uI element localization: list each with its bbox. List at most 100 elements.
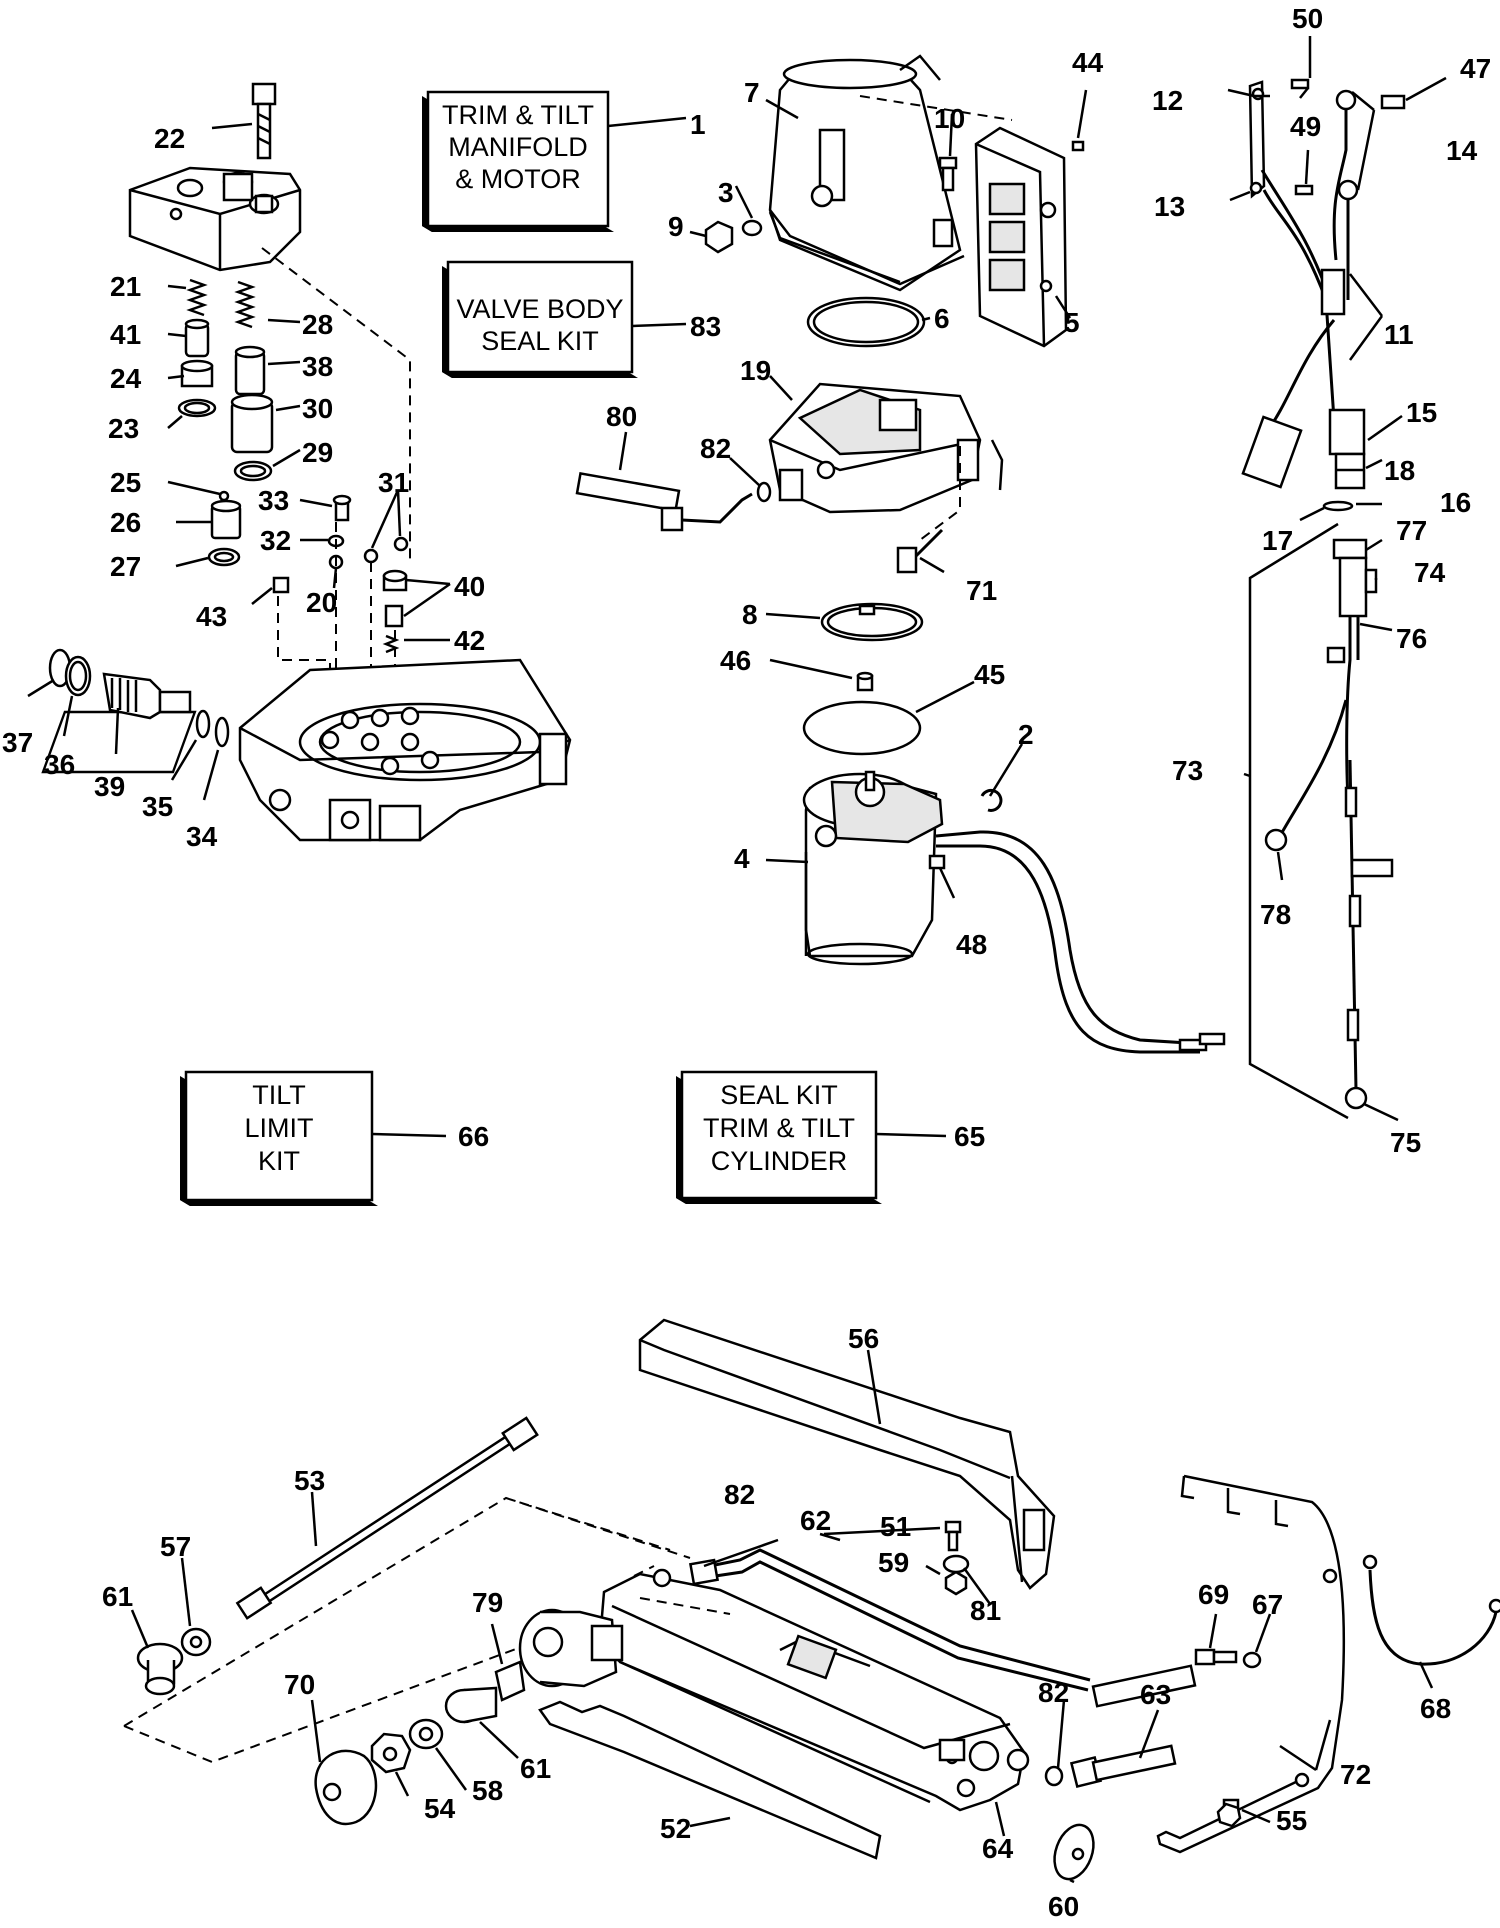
callout: 71 — [966, 575, 997, 606]
callout: 34 — [186, 821, 218, 852]
callout: 20 — [306, 587, 337, 618]
callout: 68 — [1420, 1693, 1451, 1724]
callout: 82 — [1038, 1677, 1069, 1708]
callout: 4 — [734, 843, 750, 874]
callout: 46 — [720, 645, 751, 676]
callout: 26 — [110, 507, 141, 538]
callout: 77 — [1396, 515, 1427, 546]
callout: 3 — [718, 177, 734, 208]
callout: 31 — [378, 467, 409, 498]
callout: 9 — [668, 211, 684, 242]
callout: 67 — [1252, 1589, 1283, 1620]
kit-box-tilt-limit-kit: TILT LIMIT KIT — [180, 1070, 378, 1206]
callout: 75 — [1390, 1127, 1421, 1158]
callout: 51 — [880, 1511, 911, 1542]
callout: 47 — [1460, 53, 1491, 84]
callout: 7 — [744, 77, 760, 108]
callout: 39 — [94, 771, 125, 802]
callout: 42 — [454, 625, 485, 656]
callout: 14 — [1446, 135, 1478, 166]
callout: 58 — [472, 1775, 503, 1806]
callout: 52 — [660, 1813, 691, 1844]
wiring-harness-parts — [1241, 78, 1406, 1120]
callout: 59 — [878, 1547, 909, 1578]
callout: 12 — [1152, 85, 1183, 116]
kit-box-line: TILT — [252, 1080, 306, 1110]
kit-box-line: KIT — [258, 1146, 300, 1176]
callout: 82 — [724, 1479, 755, 1510]
callout: 69 — [1198, 1579, 1229, 1610]
callout: 25 — [110, 467, 141, 498]
callout: 41 — [110, 319, 141, 350]
callout: 72 — [1340, 1759, 1371, 1790]
kit-box-valve-body-seal-kit: VALVE BODY SEAL KIT — [442, 260, 638, 378]
callout: 19 — [740, 355, 771, 386]
callout: 8 — [742, 599, 758, 630]
callout: 64 — [982, 1833, 1014, 1864]
callout: 63 — [1140, 1679, 1171, 1710]
valve-body-parts — [41, 82, 572, 842]
callout: 40 — [454, 571, 485, 602]
callout: 56 — [848, 1323, 879, 1354]
callout: 43 — [196, 601, 227, 632]
kit-box-line: MANIFOLD — [448, 132, 588, 162]
callout: 61 — [520, 1753, 551, 1784]
kit-box-line: CYLINDER — [711, 1146, 848, 1176]
kit-box-line: TRIM & TILT — [442, 100, 594, 130]
callout: 22 — [154, 123, 185, 154]
callout: 24 — [110, 363, 142, 394]
callout: 49 — [1290, 111, 1321, 142]
callout: 48 — [956, 929, 987, 960]
cylinder-parts — [123, 1318, 1500, 1881]
callout: 33 — [258, 485, 289, 516]
callout: 38 — [302, 351, 333, 382]
kit-box-seal-kit-trim-tilt-cylinder: SEAL KIT TRIM & TILT CYLINDER — [676, 1070, 882, 1204]
kit-box-line: TRIM & TILT — [703, 1113, 855, 1143]
kit-box-line: & MOTOR — [455, 164, 581, 194]
callout: 27 — [110, 551, 141, 582]
callout: 79 — [472, 1587, 503, 1618]
kit-box-line: SEAL KIT — [720, 1080, 838, 1110]
part-callouts: 1 2 3 4 5 6 7 8 9 10 11 12 13 14 15 16 1… — [2, 3, 1491, 1922]
callout: 16 — [1440, 487, 1471, 518]
callout: 57 — [160, 1531, 191, 1562]
callout: 18 — [1384, 455, 1415, 486]
callout: 65 — [954, 1121, 985, 1152]
callout: 82 — [700, 433, 731, 464]
callout: 80 — [606, 401, 637, 432]
kit-box-trim-tilt-manifold-motor: TRIM & TILT MANIFOLD & MOTOR — [422, 90, 614, 232]
callout: 70 — [284, 1669, 315, 1700]
callout: 54 — [424, 1793, 456, 1824]
callout: 17 — [1262, 525, 1293, 556]
callout: 73 — [1172, 755, 1203, 786]
callout: 30 — [302, 393, 333, 424]
callout: 21 — [110, 271, 141, 302]
callout: 45 — [974, 659, 1005, 690]
callout: 36 — [44, 749, 75, 780]
callout: 6 — [934, 303, 950, 334]
callout: 32 — [260, 525, 291, 556]
callout: 23 — [108, 413, 139, 444]
callout: 15 — [1406, 397, 1437, 428]
callout: 5 — [1064, 307, 1080, 338]
callout: 55 — [1276, 1805, 1307, 1836]
callout: 13 — [1154, 191, 1185, 222]
callout: 1 — [690, 109, 706, 140]
callout: 60 — [1048, 1891, 1079, 1922]
kit-box-line: VALVE BODY — [456, 294, 623, 324]
callout: 62 — [800, 1505, 831, 1536]
callout: 61 — [102, 1581, 133, 1612]
kit-box-line: LIMIT — [244, 1113, 313, 1143]
leader-lines — [27, 36, 1447, 1884]
callout: 29 — [302, 437, 333, 468]
kit-box-line: SEAL KIT — [481, 326, 599, 356]
callout: 66 — [458, 1121, 489, 1152]
callout: 11 — [1384, 319, 1414, 350]
callout: 2 — [1018, 719, 1034, 750]
callout: 10 — [934, 103, 965, 134]
callout: 74 — [1414, 557, 1446, 588]
motor-pump-parts — [575, 54, 1226, 1054]
callout: 81 — [970, 1595, 1001, 1626]
callout: 44 — [1072, 47, 1104, 78]
